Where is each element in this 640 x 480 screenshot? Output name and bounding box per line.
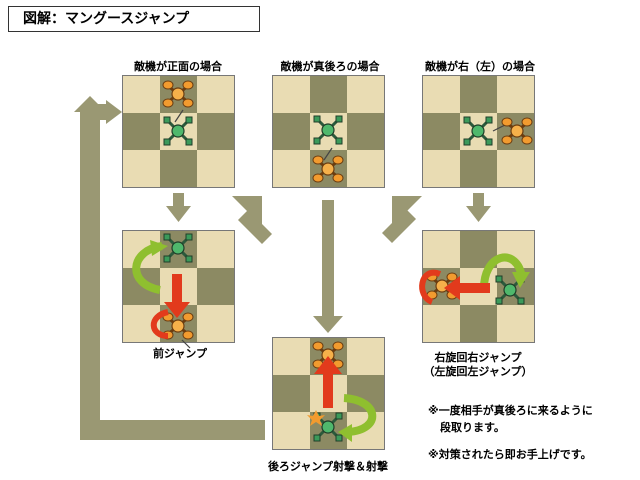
flow-arrow-frontjump-to-behind <box>232 196 272 244</box>
red-attack-arrow <box>314 356 342 408</box>
board-side-case <box>422 75 535 188</box>
label-enemy-front: 敵機が正面の場合 <box>134 60 222 73</box>
note-1-line-2: 段取ります。 <box>440 421 505 434</box>
green-mech-icon <box>162 232 194 264</box>
muzzle-flash-icon <box>307 410 325 426</box>
flow-arrow-spinjump-to-behind <box>382 196 422 243</box>
label-back-jump: 後ろジャンプ射撃＆射撃 <box>267 460 389 473</box>
green-mech-icon <box>162 115 194 147</box>
orange-mech-icon <box>500 116 534 146</box>
orange-mech-icon <box>161 79 195 109</box>
green-jump-arrow <box>479 253 530 293</box>
orange-mech-icon <box>311 154 345 184</box>
label-spin-jump-2: （左旋回左ジャンプ） <box>423 365 533 378</box>
green-jump-arrow <box>132 240 168 294</box>
return-loop-arrow <box>74 96 265 440</box>
red-attack-arrow <box>419 269 490 305</box>
label-spin-jump-1: 右旋回右ジャンプ <box>434 351 522 364</box>
green-mech-icon <box>312 114 344 146</box>
label-enemy-side: 敵機が右（左）の場合 <box>425 60 535 73</box>
green-jump-arrow <box>338 394 377 442</box>
label-front-jump: 前ジャンプ <box>152 347 208 360</box>
diagram-title: 図解：マングースジャンプ <box>8 6 260 32</box>
flow-arrow-front-down <box>166 193 191 222</box>
flow-arrow-side-down <box>466 193 491 222</box>
green-mech-icon <box>462 115 494 147</box>
note-2: ※対策されたら即お手上げです。 <box>428 448 592 461</box>
flow-arrow-behind-down <box>313 200 343 333</box>
label-enemy-behind: 敵機が真後ろの場合 <box>280 60 380 73</box>
red-attack-arrow <box>150 274 190 339</box>
note-1-line-1: ※一度相手が真後ろに来るように <box>428 404 593 417</box>
